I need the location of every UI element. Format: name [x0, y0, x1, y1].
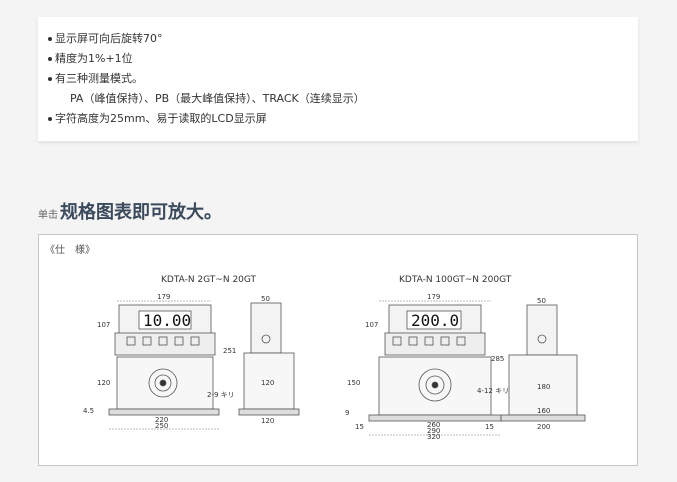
left-display-value: 10.00	[143, 311, 191, 330]
svg-text:250: 250	[155, 422, 168, 430]
svg-text:200: 200	[537, 423, 550, 431]
svg-text:285: 285	[491, 355, 504, 363]
svg-text:320: 320	[427, 433, 440, 441]
svg-text:180: 180	[537, 383, 550, 391]
feature-subitem: PA（峰值保持）、PB（最大峰值保持）、TRACK（连续显示）	[70, 92, 365, 105]
svg-text:107: 107	[97, 321, 110, 329]
svg-text:4.5: 4.5	[83, 407, 94, 415]
right-display-value: 200.0	[411, 311, 459, 330]
svg-text:260: 260	[427, 421, 440, 429]
svg-text:15: 15	[355, 423, 364, 431]
features-list: 显示屏可向后旋转70° 精度为1%+1位 有三种测量模式。 PA（峰值保持）、P…	[38, 17, 638, 129]
bullet-icon	[48, 117, 52, 121]
svg-text:179: 179	[157, 293, 170, 301]
click-prefix: 单击	[38, 210, 58, 221]
svg-text:120: 120	[97, 379, 110, 387]
spec-heading-title[interactable]: 规格图表即可放大。	[60, 202, 222, 223]
svg-text:9: 9	[345, 409, 349, 417]
svg-text:290: 290	[427, 427, 440, 435]
svg-text:120: 120	[261, 379, 274, 387]
bullet-icon	[48, 77, 52, 81]
feature-item: 精度为1%+1位	[48, 49, 638, 69]
svg-text:4-12 キリ: 4-12 キリ	[477, 387, 509, 395]
bullet-icon	[48, 57, 52, 61]
svg-text:251: 251	[223, 347, 236, 355]
svg-text:2-9 キリ: 2-9 キリ	[207, 391, 235, 399]
spec-heading[interactable]: 单击 规格图表即可放大。	[38, 198, 222, 224]
svg-text:50: 50	[537, 297, 546, 305]
svg-text:179: 179	[427, 293, 440, 301]
feature-item: 显示屏可向后旋转70°	[48, 29, 638, 49]
spec-diagram[interactable]: 《仕 様》 KDTA-N 2GT~N 20GT KDTA-N 100GT~N 2…	[38, 234, 638, 466]
svg-text:50: 50	[261, 295, 270, 303]
svg-text:220: 220	[155, 416, 168, 424]
svg-text:15: 15	[485, 423, 494, 431]
right-model-title: KDTA-N 100GT~N 200GT	[399, 275, 512, 285]
spec-drawing: 10.00 200.0 179 107 251 120 220 250 4.5 …	[83, 293, 586, 441]
feature-item: 字符高度为25mm、易于读取的LCD显示屏	[48, 109, 638, 129]
svg-text:107: 107	[365, 321, 378, 329]
svg-text:120: 120	[261, 417, 274, 425]
left-buttons	[126, 336, 200, 346]
bullet-icon	[48, 37, 52, 41]
left-model-title: KDTA-N 2GT~N 20GT	[161, 275, 257, 285]
features-panel: 显示屏可向后旋转70° 精度为1%+1位 有三种测量模式。 PA（峰值保持）、P…	[38, 17, 638, 141]
svg-text:160: 160	[537, 407, 550, 415]
svg-text:150: 150	[347, 379, 360, 387]
spec-label: 《仕 様》	[45, 245, 95, 256]
feature-item: 有三种测量模式。	[48, 69, 638, 89]
